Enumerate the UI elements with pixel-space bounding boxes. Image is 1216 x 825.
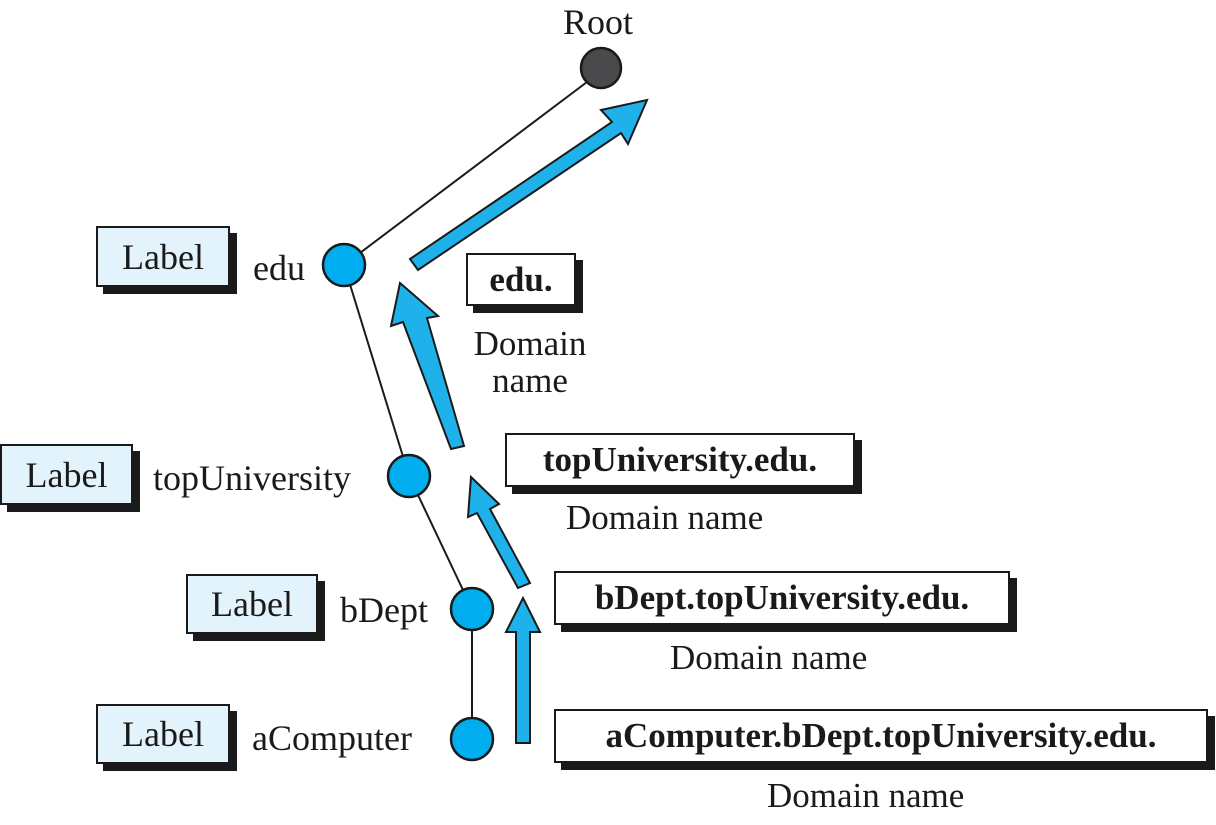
domain-caption-acomputer: Domain name xyxy=(767,776,965,815)
domain-caption-topuniversity: Domain name xyxy=(566,498,764,537)
label-box-bdept: Label xyxy=(186,574,318,634)
arrow-edu-to-root xyxy=(408,98,649,272)
node-name-topuniversity: topUniversity xyxy=(153,458,351,498)
node-edu xyxy=(321,242,367,288)
edge-root-edu xyxy=(343,81,588,266)
arrow-acomputer-to-bdept xyxy=(504,595,542,744)
node-acomputer xyxy=(449,716,495,762)
node-name-edu: edu xyxy=(253,248,305,288)
node-name-acomputer: aComputer xyxy=(252,718,412,758)
label-box-edu: Label xyxy=(96,226,230,287)
edge-edu-topuniversity xyxy=(343,264,410,477)
domain-box-acomputer: aComputer.bDept.topUniversity.edu. xyxy=(554,709,1208,763)
arrow-bdept-to-topuniversity xyxy=(466,474,532,590)
domain-box-edu: edu. xyxy=(466,253,576,306)
label-box-topuniversity: Label xyxy=(0,444,133,505)
node-name-bdept: bDept xyxy=(340,590,428,630)
root-node xyxy=(579,46,623,90)
arrow-topuniversity-to-edu xyxy=(389,281,466,451)
label-box-acomputer: Label xyxy=(96,704,230,764)
domain-caption-edu-line1: Domain xyxy=(473,324,587,363)
domain-caption-edu: Domain name xyxy=(460,324,600,400)
domain-caption-bdept: Domain name xyxy=(670,638,868,677)
domain-box-topuniversity: topUniversity.edu. xyxy=(505,433,855,487)
node-bdept xyxy=(449,586,495,632)
root-title: Root xyxy=(563,2,634,42)
domain-box-bdept: bDept.topUniversity.edu. xyxy=(554,571,1010,625)
node-topuniversity xyxy=(386,453,432,499)
domain-caption-edu-line2: name xyxy=(492,360,568,400)
edge-topuniversity-bdept xyxy=(408,475,473,610)
